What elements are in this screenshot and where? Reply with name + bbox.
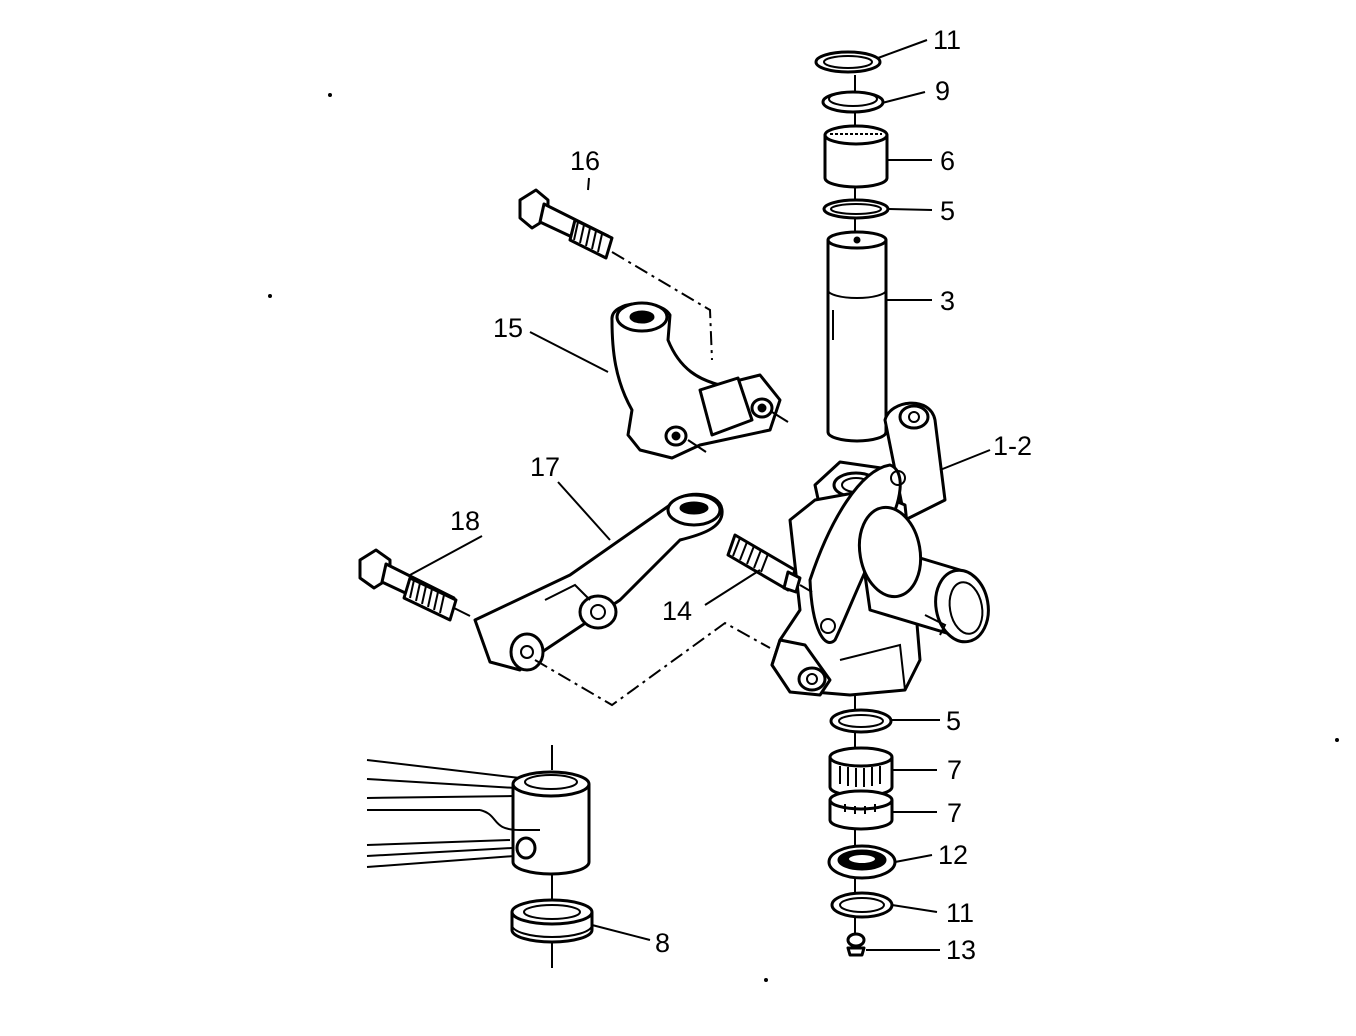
bushing-part	[823, 124, 889, 189]
circlip-bottom	[830, 891, 894, 919]
bolt-16	[518, 188, 614, 260]
label-part-5-bottom: 5	[946, 706, 961, 736]
label-part-7-b: 7	[947, 798, 962, 828]
label-part-1-2: 1-2	[993, 431, 1032, 461]
label-part-15: 15	[493, 313, 523, 343]
steering-arm	[473, 492, 724, 672]
grease-nipple	[846, 932, 866, 957]
label-part-8: 8	[655, 928, 670, 958]
label-part-7-a: 7	[947, 755, 962, 785]
label-part-11-bottom: 11	[946, 898, 974, 928]
seal-ring-top	[822, 198, 890, 220]
speck-marks	[268, 93, 1339, 982]
label-part-5-top: 5	[940, 196, 955, 226]
bushing-ring-8	[510, 898, 594, 968]
bushing-detail	[479, 745, 591, 905]
label-part-3: 3	[940, 286, 955, 316]
label-part-18: 18	[450, 506, 480, 536]
steering-knuckle	[770, 401, 990, 697]
leader-lines	[409, 39, 991, 951]
label-part-16: 16	[570, 146, 600, 176]
callout-labels: 11 9 6 5 3 1-2 16 15 17 18 14 5 7 7 12 1…	[450, 25, 1032, 965]
circlip-top	[814, 50, 882, 74]
seal-ring-bottom	[829, 708, 893, 734]
stud-14	[726, 533, 813, 594]
label-part-6: 6	[940, 146, 955, 176]
arm-to-knuckle-axis	[534, 621, 771, 707]
needle-bearing-b	[828, 789, 894, 831]
needle-bearing-a	[828, 746, 894, 798]
label-part-12: 12	[938, 840, 968, 870]
label-part-14: 14	[662, 596, 692, 626]
bracket-part	[610, 301, 789, 460]
bolt-16-axis	[611, 251, 713, 361]
bushing-detail-leaders	[366, 759, 521, 868]
kingpin-part	[826, 230, 888, 443]
label-part-13: 13	[946, 935, 976, 965]
label-part-11-top: 11	[933, 25, 961, 55]
bolt-18	[358, 548, 471, 622]
label-part-17: 17	[530, 452, 560, 482]
label-part-9: 9	[935, 76, 950, 106]
seal-12	[827, 844, 897, 880]
cap-part	[821, 90, 885, 114]
